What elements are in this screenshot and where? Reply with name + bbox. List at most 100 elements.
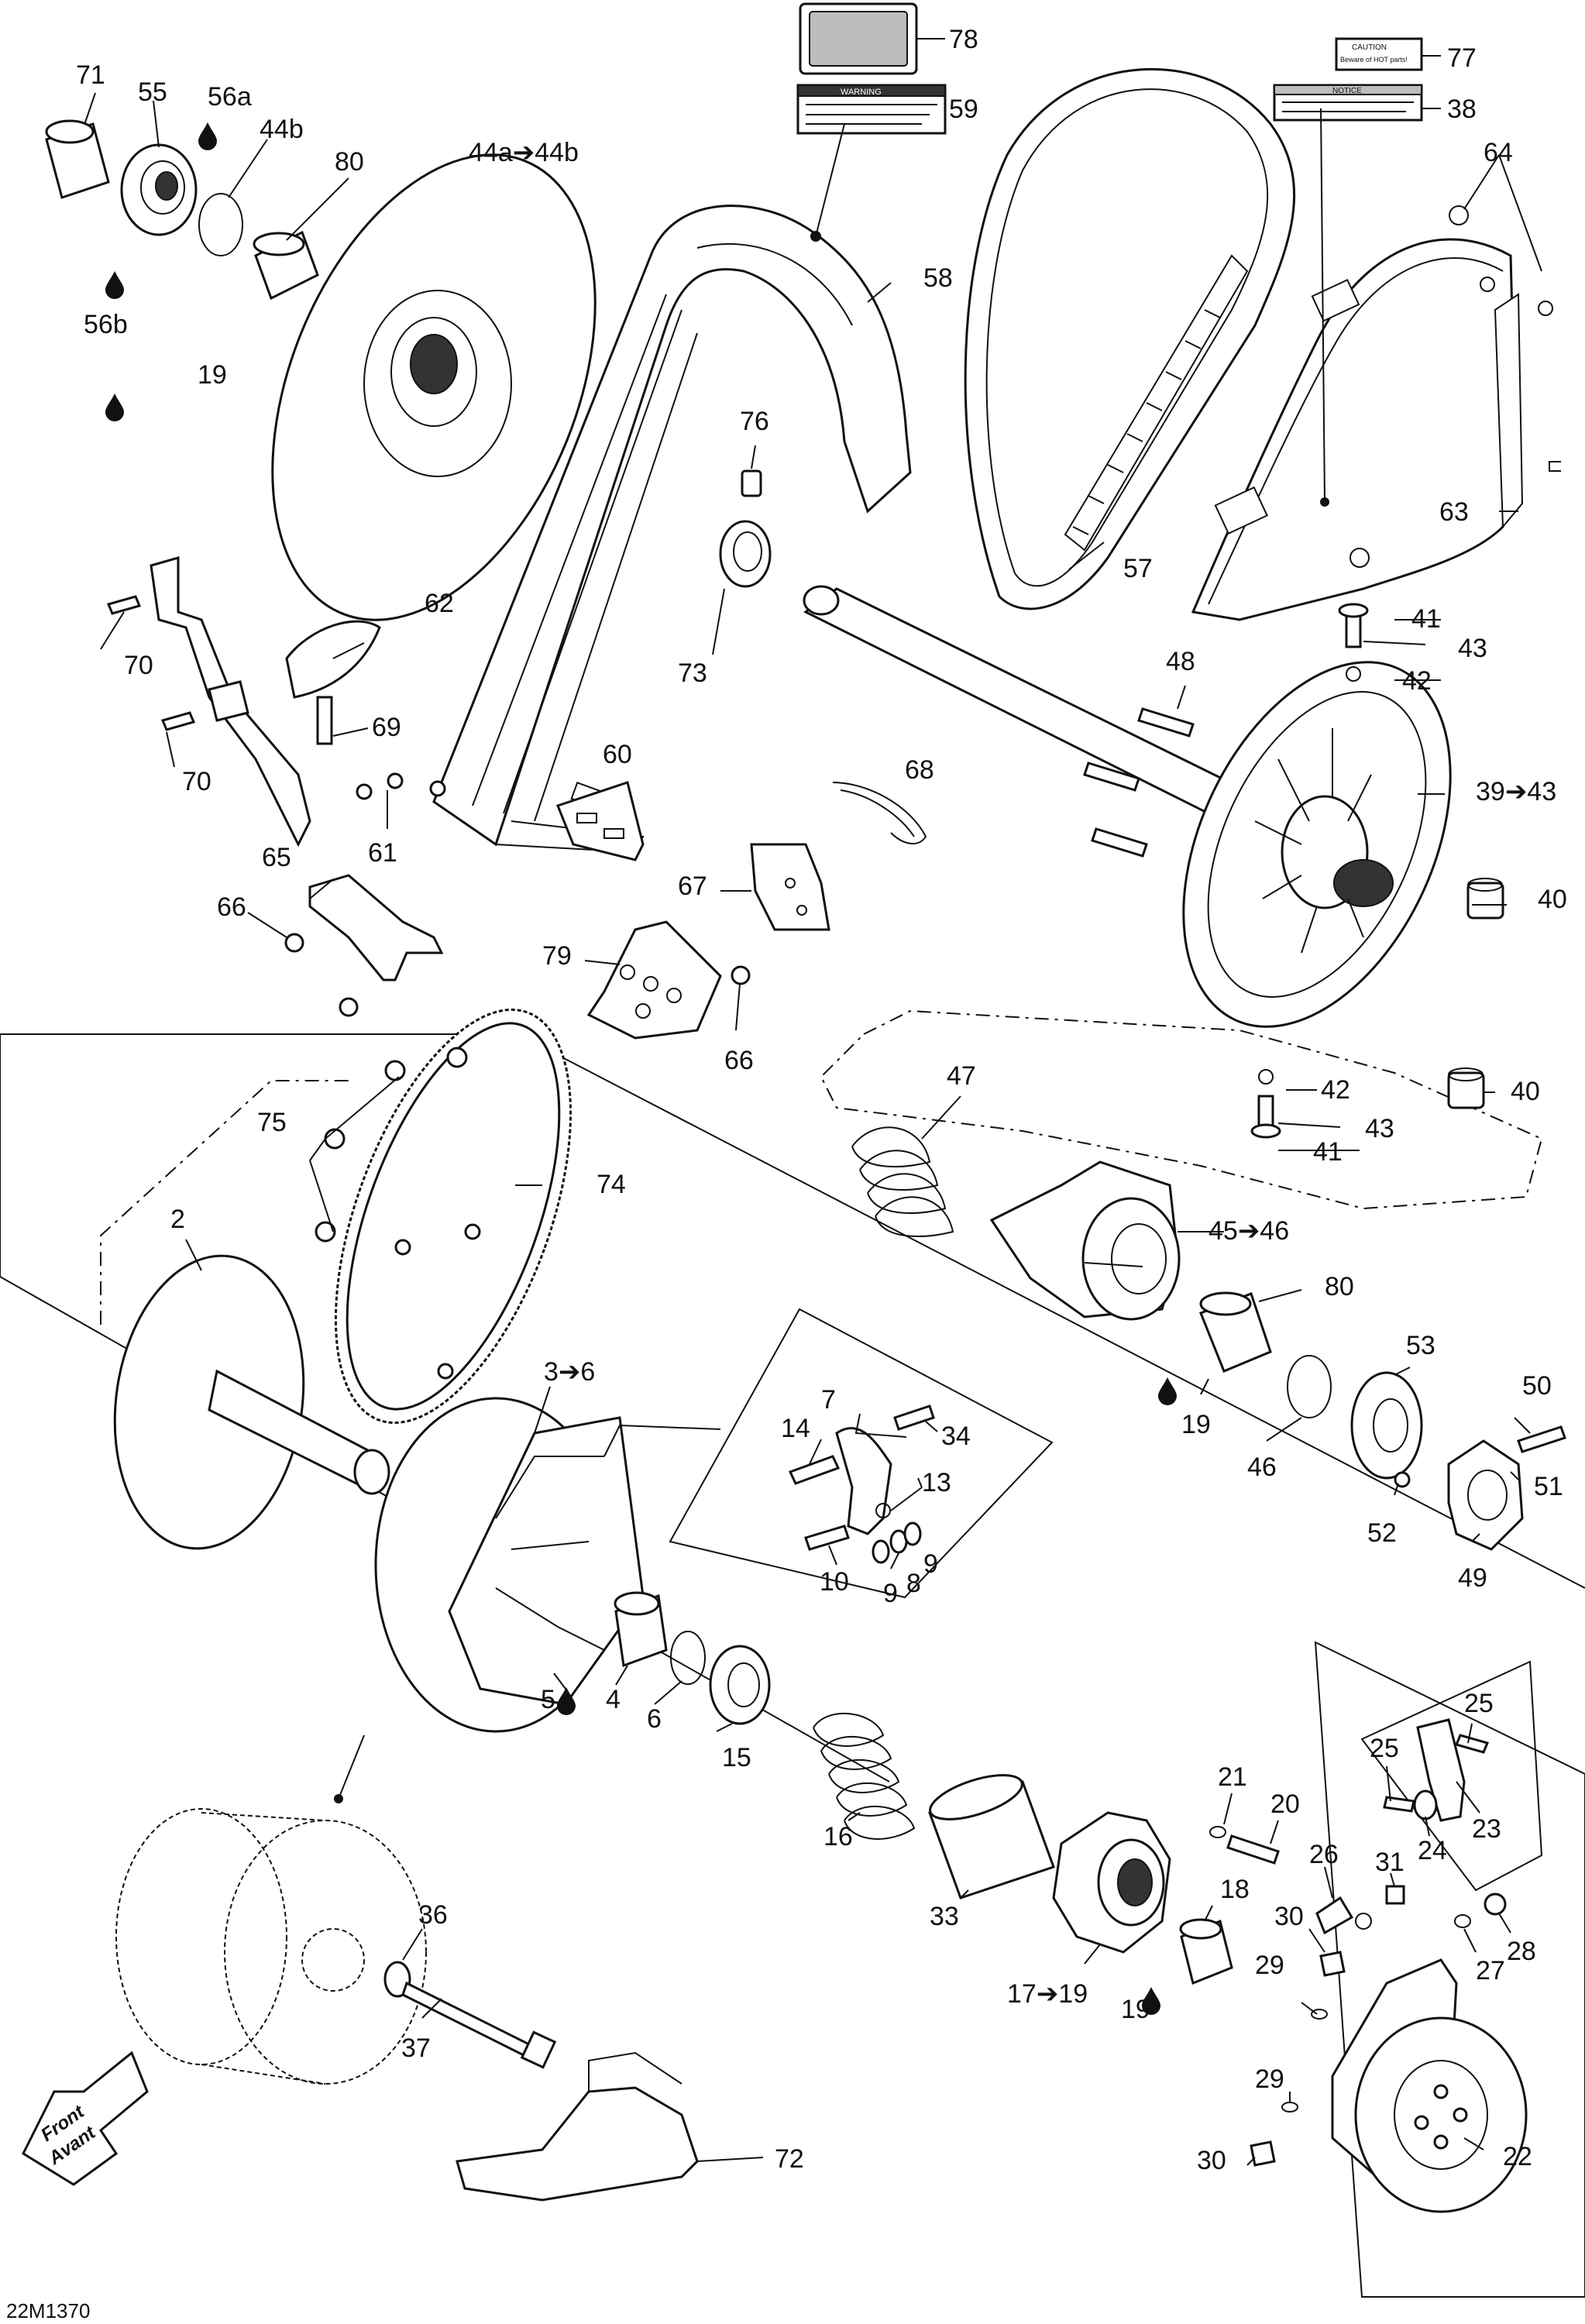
callout-50: 50 — [1522, 1371, 1552, 1401]
callout-40-top: 40 — [1538, 885, 1567, 914]
callout-9-left: 9 — [883, 1579, 898, 1608]
callout-25-right: 25 — [1464, 1689, 1494, 1718]
callout-61: 61 — [368, 838, 397, 868]
fasteners-64 — [1449, 205, 1561, 472]
callout-59: 59 — [949, 95, 978, 124]
callout-57: 57 — [1123, 554, 1153, 583]
callout-31: 31 — [1375, 1848, 1404, 1877]
callout-38: 38 — [1447, 95, 1477, 124]
bushing-71 — [45, 119, 110, 199]
plate-60 — [556, 781, 645, 861]
callout-19-bottom: 19 — [1121, 1995, 1150, 2024]
callout-22: 22 — [1503, 2142, 1532, 2171]
spring-cam-dash-outline — [820, 1009, 1543, 1210]
drive-clutch-assembly — [115, 1794, 427, 2085]
screws-25 — [1383, 1734, 1490, 1813]
callout-6: 6 — [647, 1704, 662, 1734]
bolt-34 — [893, 1404, 935, 1431]
cylinder-40-top — [1466, 878, 1504, 920]
ring-44b — [198, 193, 243, 256]
callout-4: 4 — [606, 1685, 621, 1714]
callout-24: 24 — [1418, 1836, 1447, 1865]
screw-20 — [1209, 1826, 1280, 1865]
decal-77-title: CAUTION — [1352, 43, 1387, 52]
callout-44b: 44b — [260, 115, 304, 144]
callout-34: 34 — [941, 1422, 971, 1451]
cylinder-40-bottom — [1447, 1067, 1485, 1109]
lever-7 — [835, 1427, 892, 1535]
protector-72 — [456, 2051, 699, 2202]
ring-46 — [1287, 1355, 1332, 1418]
ring-gear-74 — [334, 1008, 572, 1425]
lever-detail-box — [669, 1308, 1054, 1599]
pin-69 — [316, 696, 333, 745]
callout-19-mid: 19 — [1181, 1410, 1211, 1439]
seal-73 — [719, 520, 772, 588]
callout-70-bottom: 70 — [182, 767, 211, 796]
spring-47 — [851, 1126, 954, 1237]
callout-51: 51 — [1534, 1472, 1563, 1501]
decal-38: NOTICE — [1273, 84, 1423, 122]
callout-70-top: 70 — [124, 651, 153, 680]
pin-10 — [804, 1525, 850, 1551]
callout-41-bottom: 41 — [1313, 1137, 1343, 1167]
callout-45: 45➔46 — [1209, 1216, 1289, 1246]
callout-78: 78 — [949, 25, 978, 54]
washers-29 — [1281, 2009, 1328, 2113]
bushing-80-top — [253, 230, 319, 301]
callout-16: 16 — [823, 1822, 853, 1851]
callout-42-bottom: 42 — [1321, 1075, 1350, 1105]
oil-drop-icon — [198, 122, 217, 150]
callout-60: 60 — [603, 740, 632, 769]
callout-29-bottom: 29 — [1255, 2064, 1284, 2094]
callout-23: 23 — [1472, 1814, 1501, 1844]
spider-17 — [1052, 1811, 1171, 1954]
decal-77: CAUTION Beware of HOT parts! — [1335, 37, 1423, 71]
bearing-55 — [120, 143, 198, 236]
leader-lines — [84, 38, 1542, 2166]
callout-36: 36 — [418, 1900, 448, 1930]
spring-16 — [813, 1712, 916, 1840]
callout-41-top: 41 — [1411, 604, 1441, 634]
callout-33: 33 — [930, 1902, 959, 1931]
seal-15 — [709, 1645, 771, 1725]
decal-77-text: Beware of HOT parts! — [1340, 56, 1408, 64]
callout-44a: 44a➔44b — [469, 138, 579, 167]
callout-40-bottom: 40 — [1511, 1077, 1540, 1106]
callout-48: 48 — [1166, 647, 1195, 676]
clip-68 — [832, 782, 927, 844]
washer-53 — [1350, 1371, 1423, 1480]
callout-72: 72 — [775, 2144, 804, 2174]
oil-drop-icon — [1142, 1987, 1160, 2015]
callout-49: 49 — [1458, 1563, 1487, 1593]
fixed-sheave-2 — [113, 1254, 390, 1550]
drive-belt-57 — [964, 67, 1296, 610]
bushing-24 — [1413, 1789, 1438, 1820]
callout-63: 63 — [1439, 497, 1469, 527]
nut-31 — [1385, 1885, 1405, 1905]
callout-13: 13 — [922, 1468, 951, 1497]
callout-73: 73 — [678, 658, 707, 688]
oil-drop-icon — [105, 271, 124, 299]
callout-67: 67 — [678, 871, 707, 901]
caps-30 — [1250, 1951, 1346, 2167]
fixed-half-39 — [1182, 661, 1452, 1028]
rivets-66 — [284, 933, 751, 1017]
washer-36 — [383, 1961, 411, 1998]
callout-56a: 56a — [208, 82, 252, 112]
clamp-49 — [1447, 1439, 1524, 1551]
callout-20: 20 — [1270, 1789, 1300, 1819]
decal-38-title: NOTICE — [1332, 87, 1362, 95]
studs-75 — [315, 1047, 468, 1243]
decal-59: WARNING — [796, 84, 947, 135]
sliding-half-44 — [271, 153, 597, 621]
washer-27 — [1454, 1914, 1471, 1928]
callout-47: 47 — [947, 1061, 976, 1091]
callout-42-top: 42 — [1402, 666, 1432, 696]
callout-9-right: 9 — [923, 1549, 938, 1579]
callout-58: 58 — [923, 263, 953, 293]
callout-29-top: 29 — [1255, 1951, 1284, 1980]
protector-79 — [586, 920, 722, 1040]
cam-cover-22 — [1331, 1958, 1528, 2213]
